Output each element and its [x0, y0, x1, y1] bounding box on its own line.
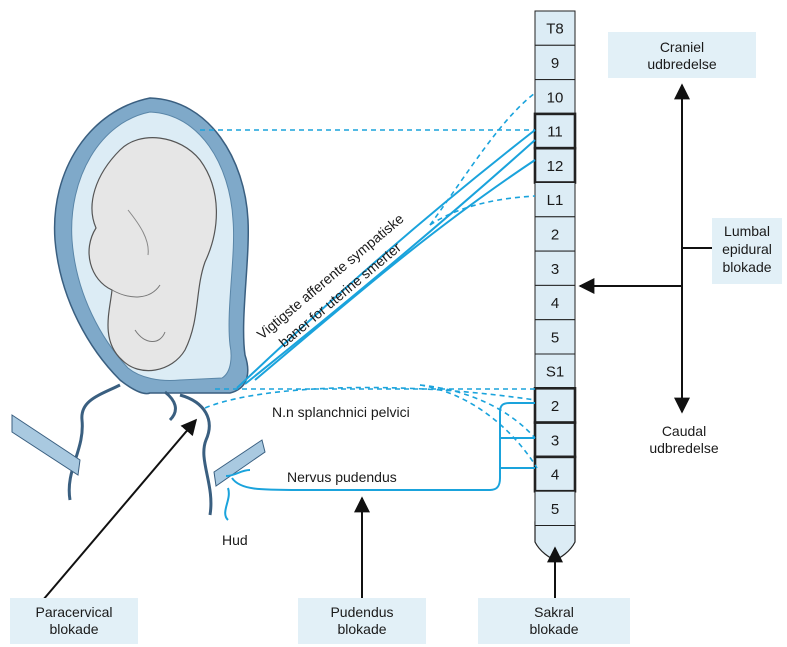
spinal-segment-label: 2 [551, 226, 559, 243]
paracervical-label-line2: blokade [49, 621, 98, 637]
cranial-label-line1: Craniel [660, 39, 704, 55]
branch-to-l1-dashed [430, 196, 535, 225]
sympathetic-to-t12 [255, 160, 535, 380]
paracervical-arrow [43, 420, 196, 600]
sympathetic-label-line1: Vigtigste afferente sympatiske [254, 210, 407, 342]
hud-label: Hud [222, 532, 248, 548]
spinal-segment-label: L1 [547, 192, 564, 209]
uterus-illustration [12, 98, 265, 515]
lumbal-label-line2: epidural [722, 241, 772, 257]
branch-to-t10-dashed [430, 93, 535, 225]
pudendus-block-label-line1: Pudendus [330, 604, 393, 620]
pelvic-band-left [12, 415, 80, 475]
sakral-label-line2: blokade [529, 621, 578, 637]
spinal-segment-label: 9 [551, 55, 559, 72]
pudendus-block-label-line2: blokade [337, 621, 386, 637]
spinal-segment-label: 4 [551, 295, 559, 312]
vaginal-wall-right [180, 395, 211, 515]
spinal-segment-label: 10 [547, 89, 564, 106]
pudendus-nerve-label: Nervus pudendus [287, 469, 397, 485]
spinal-segment-label: 4 [551, 467, 559, 484]
spinal-segment-label: 11 [547, 124, 563, 141]
paracervical-label-line1: Paracervical [35, 604, 112, 620]
spinal-segment-label: 2 [551, 398, 559, 415]
caudal-label-line2: udbredelse [649, 440, 718, 456]
hud-branch [225, 488, 229, 520]
spinal-segment-label: 3 [551, 261, 559, 278]
cranial-label-line2: udbredelse [647, 56, 716, 72]
spinal-segment-label: 5 [551, 501, 559, 518]
spinal-segment-label: T8 [546, 21, 564, 38]
spinal-segment-label: 5 [551, 329, 559, 346]
lumbal-label-line1: Lumbal [724, 223, 770, 239]
spinal-segment-label: S1 [546, 364, 564, 381]
lumbal-label-line3: blokade [722, 259, 771, 275]
spinal-segment-label: 12 [547, 158, 564, 175]
spinal-segment-label: 3 [551, 432, 559, 449]
cervix [69, 385, 175, 500]
sakral-label-line1: Sakral [534, 604, 574, 620]
splanchnici-label: N.n splanchnici pelvici [272, 404, 410, 420]
pelvic-band-right [214, 440, 265, 486]
caudal-label-line1: Caudal [662, 423, 706, 439]
